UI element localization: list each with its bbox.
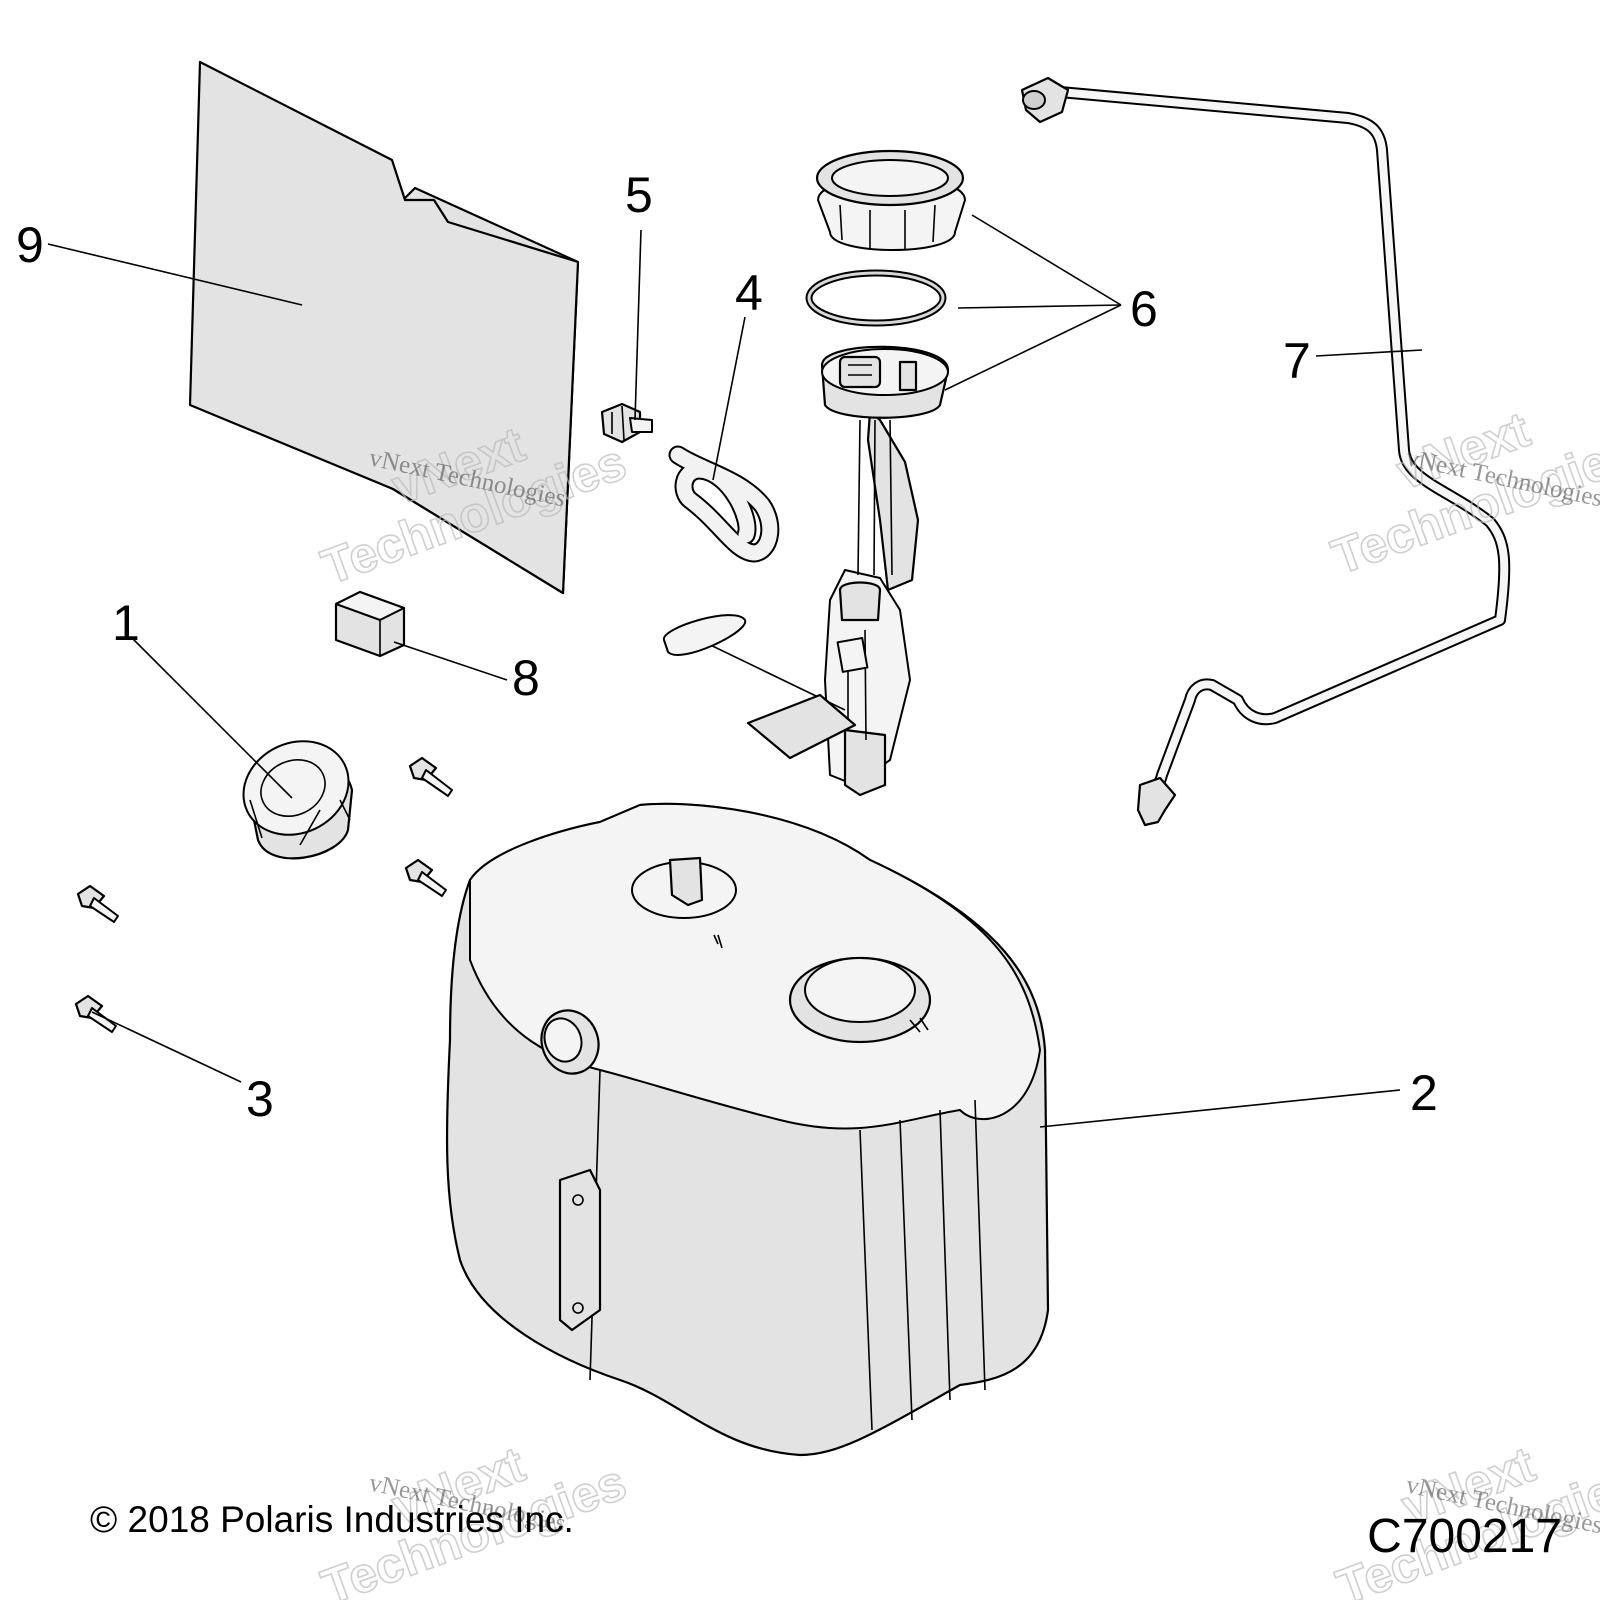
leader-4 bbox=[712, 316, 746, 481]
copyright-notice: © 2018 Polaris Industries Inc. bbox=[90, 1499, 574, 1540]
callout-numbers: 9 5 4 6 7 1 8 3 2 bbox=[16, 167, 1438, 1127]
callout-2: 2 bbox=[1410, 1065, 1438, 1121]
leader-3 bbox=[91, 1011, 242, 1083]
callout-6: 6 bbox=[1130, 281, 1158, 337]
callout-7: 7 bbox=[1283, 333, 1311, 389]
part-9-heat-shield[interactable] bbox=[188, 60, 580, 595]
callout-8: 8 bbox=[512, 650, 540, 706]
part-6-lock-ring[interactable] bbox=[815, 149, 966, 251]
leader-lines bbox=[47, 214, 1423, 1128]
part-7-vent-line[interactable] bbox=[1020, 76, 1511, 827]
part-8-foam-pad[interactable] bbox=[334, 590, 406, 658]
leader-9 bbox=[47, 243, 303, 306]
callout-1: 1 bbox=[112, 595, 140, 651]
callout-9: 9 bbox=[16, 217, 44, 273]
bolt-2[interactable] bbox=[404, 858, 447, 897]
leader-6c bbox=[944, 304, 1122, 391]
part-1-fuel-cap[interactable] bbox=[228, 724, 364, 860]
drawing-code: C700217 bbox=[1367, 1510, 1562, 1563]
leader-2 bbox=[1039, 1089, 1401, 1128]
leader-6b bbox=[957, 304, 1122, 309]
leader-1 bbox=[130, 636, 293, 799]
part-4-fuel-hose[interactable] bbox=[668, 445, 780, 563]
leader-8 bbox=[393, 641, 508, 681]
callout-4: 4 bbox=[735, 265, 763, 321]
leader-6a bbox=[971, 214, 1122, 306]
callout-5: 5 bbox=[625, 167, 653, 223]
part-2-fuel-tank[interactable] bbox=[445, 802, 1050, 1457]
callout-3: 3 bbox=[246, 1071, 274, 1127]
bolt-3[interactable] bbox=[76, 884, 119, 923]
leader-5 bbox=[634, 229, 642, 421]
bolt-1[interactable] bbox=[408, 756, 453, 797]
part-6-gasket[interactable] bbox=[805, 269, 947, 327]
leader-7 bbox=[1315, 349, 1423, 357]
part-5-hose-fitting[interactable] bbox=[600, 402, 653, 444]
part-6-fuel-pump-assembly[interactable] bbox=[663, 345, 950, 797]
